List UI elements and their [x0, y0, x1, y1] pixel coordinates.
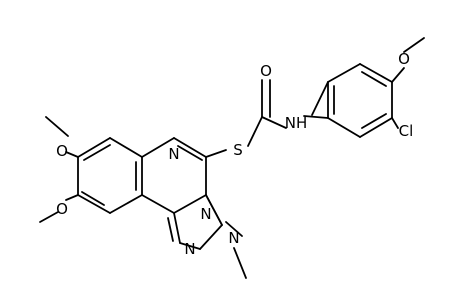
atom-o-carbonyl: O	[260, 62, 272, 80]
methoxy-lower	[39, 194, 79, 223]
atom-n-triazole-right: N	[228, 229, 239, 247]
chloro-bond	[391, 117, 399, 129]
phenyl-ring	[303, 63, 393, 138]
methoxy-upper	[45, 116, 79, 158]
phenyl-methoxy	[391, 37, 425, 83]
atom-n-triazole-bridge: N	[200, 205, 211, 223]
atom-chlorine: Cl	[399, 122, 414, 140]
atom-sulfur: S	[233, 141, 243, 159]
thioacetamide-linker	[205, 79, 287, 158]
triazole-ring	[167, 194, 243, 250]
benzo-ring	[77, 137, 143, 214]
atom-n-triazole-left: N	[184, 240, 195, 258]
atom-o-methoxy-phenyl: O	[398, 50, 410, 68]
methyl-bond	[233, 247, 247, 279]
pyrimidine-ring	[141, 137, 207, 214]
atom-o-methoxy-upper: O	[56, 142, 68, 160]
atom-o-methoxy-lower: O	[56, 200, 68, 218]
atom-n-amide: NH	[285, 114, 308, 132]
atom-n-quinazoline: N	[168, 145, 179, 163]
